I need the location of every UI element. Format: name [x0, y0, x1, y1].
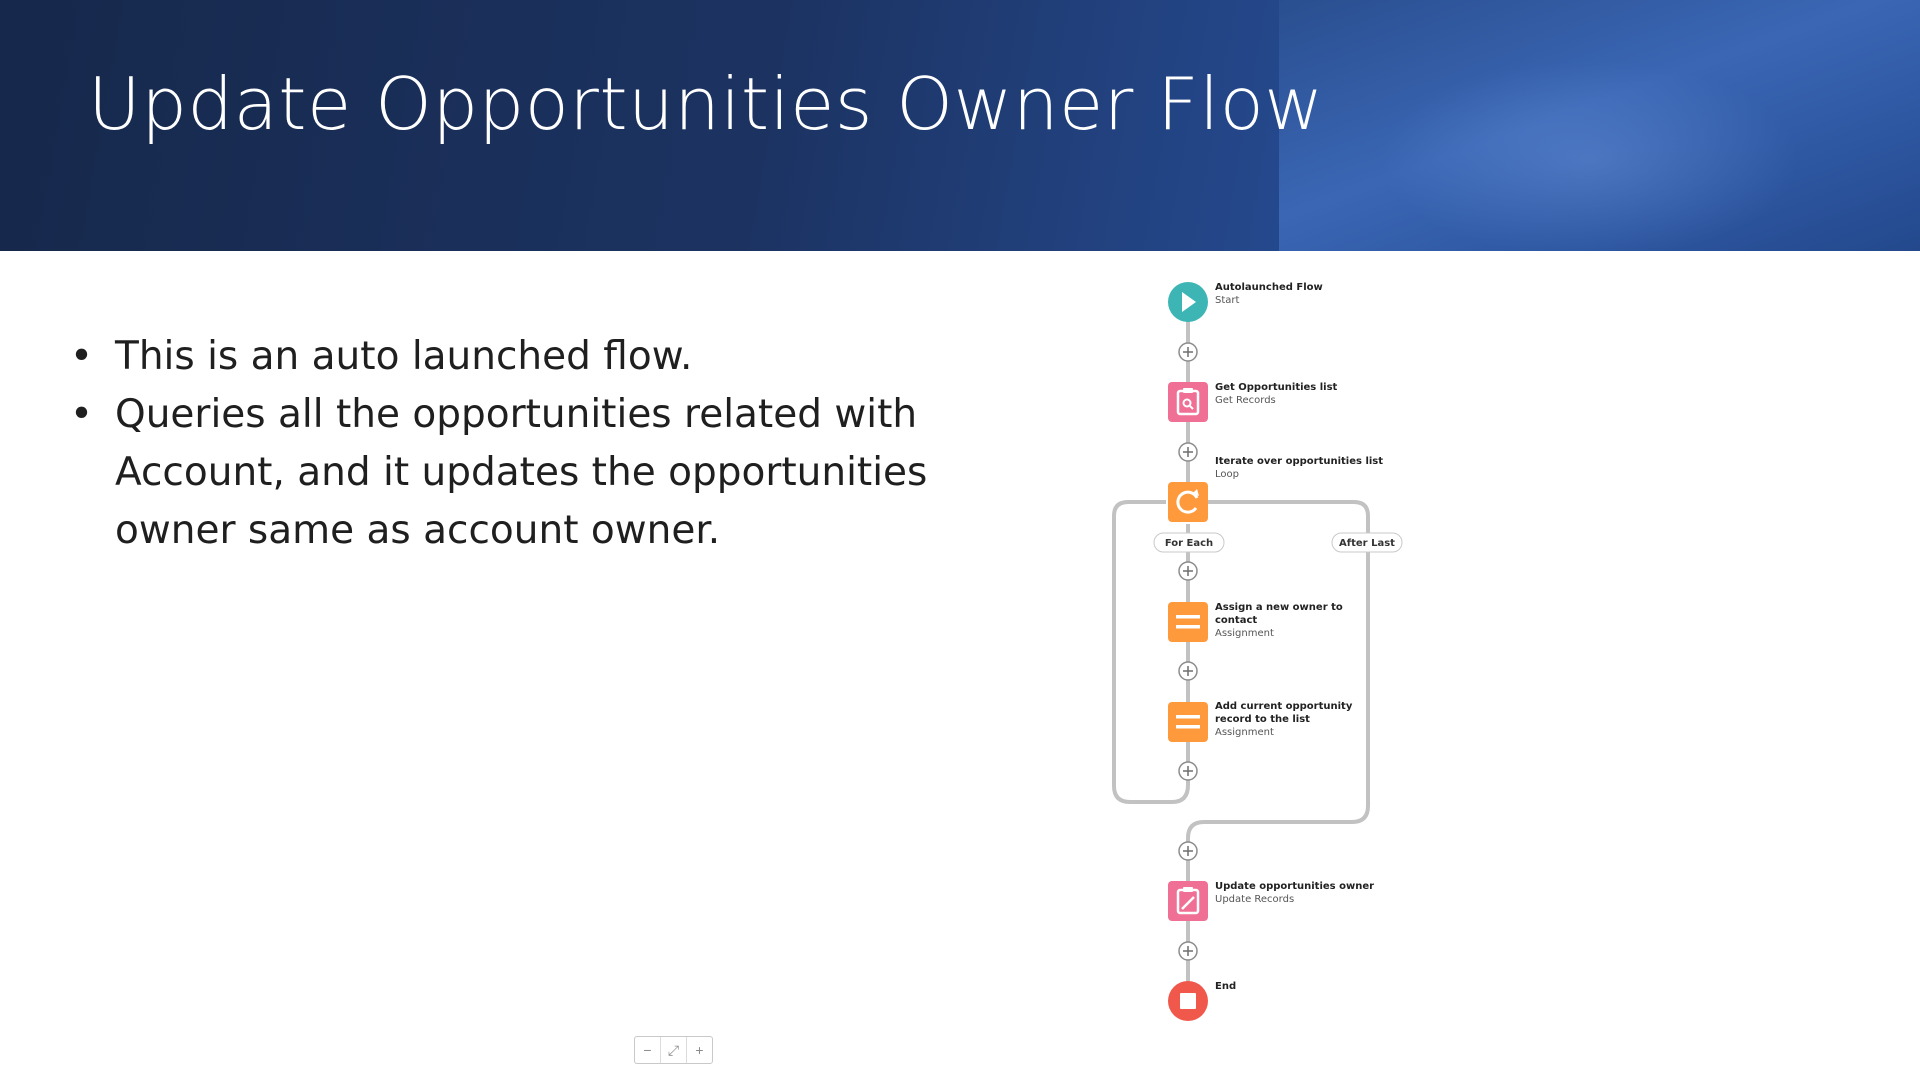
flow-node-get-records[interactable]	[1168, 382, 1208, 422]
node-title: Autolaunched Flow	[1215, 282, 1323, 293]
node-subtitle: Update Records	[1215, 894, 1294, 905]
flow-node-update-records[interactable]	[1168, 881, 1208, 921]
play-icon	[1182, 292, 1196, 312]
canvas-zoom-controls: − ⤢ +	[634, 1036, 713, 1064]
for-each-label: For Each	[1165, 538, 1213, 549]
node-title: Add current opportunity	[1215, 701, 1353, 712]
fit-view-button[interactable]: ⤢	[660, 1037, 686, 1063]
node-title: Assign a new owner to	[1215, 602, 1343, 613]
header-glow	[1380, 60, 1800, 251]
for-each-pill: For Each	[1153, 532, 1225, 553]
node-subtitle: Loop	[1215, 469, 1239, 480]
assignment-icon	[1176, 715, 1200, 729]
add-element-buttons	[1178, 342, 1198, 961]
slide-header: Update Opportunities Owner Flow	[0, 0, 1920, 251]
add-element-button[interactable]	[1178, 561, 1198, 581]
zoom-in-button[interactable]: +	[686, 1037, 712, 1063]
add-element-button[interactable]	[1178, 661, 1198, 681]
header-accent-panel	[1279, 0, 1920, 251]
add-element-button[interactable]	[1178, 342, 1198, 362]
node-subtitle: Assignment	[1215, 727, 1274, 738]
clipboard-search-icon	[1176, 388, 1200, 416]
connector-after-last	[1186, 500, 1370, 985]
flow-node-add-to-list[interactable]	[1168, 702, 1208, 742]
connector-loop-back	[1112, 500, 1190, 804]
node-title: Get Opportunities list	[1215, 382, 1338, 393]
add-element-button[interactable]	[1178, 442, 1198, 462]
slide-title: Update Opportunities Owner Flow	[88, 62, 1324, 146]
add-element-button[interactable]	[1178, 761, 1198, 781]
clipboard-edit-icon	[1176, 887, 1200, 915]
assignment-icon	[1176, 615, 1200, 629]
stop-icon	[1180, 993, 1196, 1009]
add-element-button[interactable]	[1178, 941, 1198, 961]
bullet-list: This is an auto launched flow. Queries a…	[70, 328, 970, 560]
node-title: record to the list	[1215, 714, 1310, 725]
bullet-item: This is an auto launched flow.	[70, 328, 970, 386]
flow-node-start[interactable]	[1168, 282, 1208, 322]
bullet-item: Queries all the opportunities related wi…	[70, 386, 970, 560]
zoom-out-button[interactable]: −	[643, 1042, 652, 1058]
loop-icon	[1176, 489, 1199, 514]
flow-node-end[interactable]	[1168, 981, 1208, 1021]
node-title: Update opportunities owner	[1215, 881, 1374, 892]
flow-node-loop[interactable]	[1168, 482, 1208, 522]
node-subtitle: Assignment	[1215, 628, 1274, 639]
node-title: Iterate over opportunities list	[1215, 456, 1383, 467]
flow-node-assign-owner[interactable]	[1168, 602, 1208, 642]
node-title: End	[1215, 981, 1236, 992]
node-title: contact	[1215, 615, 1257, 626]
node-subtitle: Get Records	[1215, 395, 1276, 406]
after-last-label: After Last	[1339, 538, 1395, 549]
add-element-button[interactable]	[1178, 841, 1198, 861]
node-subtitle: Start	[1215, 295, 1240, 306]
after-last-pill: After Last	[1331, 532, 1403, 553]
